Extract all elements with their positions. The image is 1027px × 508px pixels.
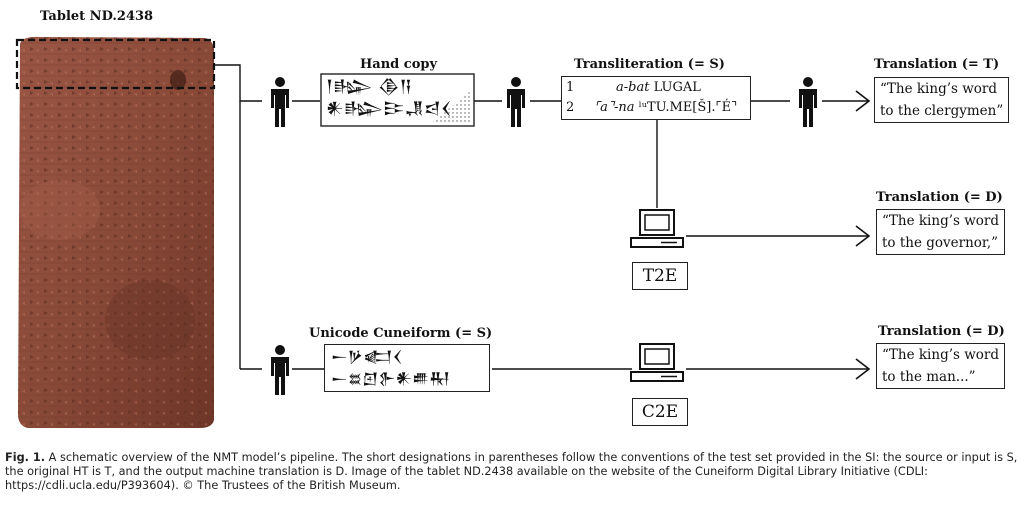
translit-italic: ⌜a⌝-na <box>594 100 635 115</box>
line-number: 1 <box>566 80 575 95</box>
unicode-line-1: 𒀸𒃻𒅗𒌋 <box>331 347 403 366</box>
connector-lines <box>214 64 868 370</box>
unicode-title: Unicode Cuneiform (= S) <box>309 326 493 341</box>
translation-t-box: “The king’s word to the clergymen” <box>874 77 1010 123</box>
translation-d1-line-2: to the governor,” <box>882 235 999 251</box>
hand-copy-box: 𒁹𒈗 𒆠𒀀 𒀭𒈗𒄿𒂗𒁀𒌋 <box>326 76 470 120</box>
translation-t-line-1: “The king’s word <box>880 81 998 97</box>
translation-t-title: Translation (= T) <box>874 57 1000 72</box>
pipeline-diagram <box>15 36 871 429</box>
translation-d2-title: Translation (= D) <box>878 324 1005 339</box>
translation-d1-title: Translation (= D) <box>876 190 1003 205</box>
translation-d2-line-2: to the man...” <box>882 369 976 385</box>
figure-caption: Fig. 1. A schematic overview of the NMT … <box>5 451 1021 493</box>
hand-copy-line-2: 𒀭𒈗𒄿𒂗𒁀𒌋 <box>326 99 452 119</box>
hand-copy-damage <box>430 90 472 124</box>
translation-d1-box: “The king’s word to the governor,” <box>876 209 1006 255</box>
c2e-model-label: C2E <box>632 398 688 426</box>
transliteration-line-2: 2 ⌜a⌝-na ˡᵘTU.ME[Š].⌜É⌝ <box>562 98 750 118</box>
hand-copy-line-1: 𒁹𒈗 𒆠𒀀 <box>326 77 413 97</box>
unicode-line-2: 𒀸𒊺𒇻𒉿𒀭𒌑𒊑 <box>331 369 451 388</box>
translit-rest: ˡᵘTU.ME[Š].⌜É⌝ <box>634 100 738 115</box>
translation-d1-line-1: “The king’s word <box>882 213 1000 229</box>
computer-icon <box>630 209 684 248</box>
tablet-image <box>18 36 214 429</box>
transliteration-line-1: 1 a-bat LUGAL <box>562 77 750 98</box>
dashed-selection <box>15 38 216 90</box>
tablet-title: Tablet ND.2438 <box>40 9 154 24</box>
caption-text: A schematic overview of the NMT model’s … <box>5 451 1018 492</box>
translation-d2-box: “The king’s word to the man...” <box>876 343 1006 389</box>
person-icon <box>271 77 289 127</box>
t2e-model-label: T2E <box>632 262 688 290</box>
hand-copy-title: Hand copy <box>360 57 438 72</box>
person-icon <box>799 77 817 127</box>
arrow-icon <box>855 90 871 380</box>
line-number: 2 <box>566 100 575 115</box>
translation-d2-line-1: “The king’s word <box>882 347 1000 363</box>
caption-label: Fig. 1. <box>5 451 46 464</box>
translation-t-line-2: to the clergymen” <box>880 103 1004 119</box>
translit-italic: a-bat <box>616 80 650 95</box>
translit-rest: LUGAL <box>649 80 701 95</box>
computer-icon <box>630 343 684 382</box>
person-icon <box>507 77 525 127</box>
transliteration-box: 1 a-bat LUGAL 2 ⌜a⌝-na ˡᵘTU.ME[Š].⌜É⌝ <box>561 76 751 120</box>
unicode-cuneiform-box: 𒀸𒃻𒅗𒌋 𒀸𒊺𒇻𒉿𒀭𒌑𒊑 <box>324 344 490 392</box>
person-icon <box>271 345 289 395</box>
transliteration-title: Transliteration (= S) <box>574 57 725 72</box>
